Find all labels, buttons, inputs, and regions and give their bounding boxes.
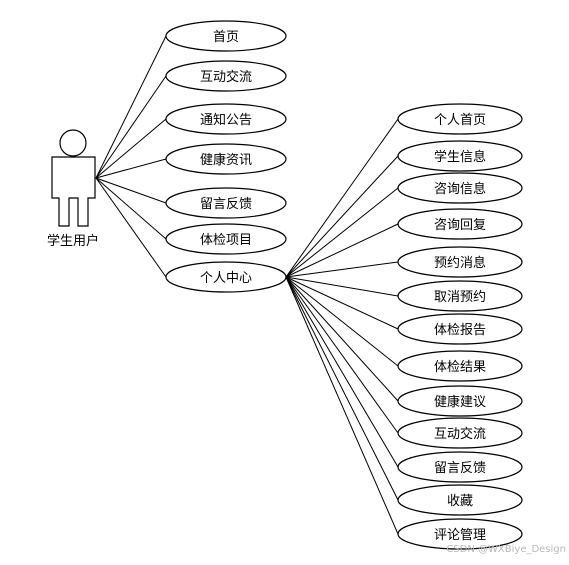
use-case-ellipse bbox=[165, 261, 287, 293]
sub-use-case-label: 咨询信息 bbox=[434, 181, 486, 197]
actor-connector-line bbox=[95, 177, 167, 278]
personal-center-connector-line bbox=[285, 276, 399, 402]
sub-use-case-12: 评论管理 bbox=[397, 518, 523, 550]
actor-connector-line bbox=[95, 177, 167, 240]
use-case-6: 个人中心 bbox=[165, 261, 287, 293]
actor-head bbox=[59, 129, 87, 157]
sub-use-case-9: 互动交流 bbox=[397, 417, 523, 449]
use-case-label: 留言反馈 bbox=[200, 197, 252, 212]
use-case-ellipse bbox=[165, 143, 287, 175]
actor-connector-line bbox=[95, 118, 167, 179]
sub-use-case-4: 预约消息 bbox=[397, 246, 523, 278]
use-case-5: 体检项目 bbox=[165, 223, 287, 255]
personal-center-connector-line bbox=[285, 118, 399, 278]
use-case-4: 留言反馈 bbox=[165, 187, 287, 219]
sub-use-case-label: 健康建议 bbox=[434, 394, 486, 410]
personal-center-connector-line bbox=[285, 276, 399, 535]
personal-center-use-cases: 个人首页学生信息咨询信息咨询回复预约消息取消预约体检报告体检结果健康建议互动交流… bbox=[397, 103, 523, 550]
sub-use-case-label: 体检结果 bbox=[434, 360, 486, 375]
sub-use-case-ellipse bbox=[397, 280, 523, 312]
use-case-label: 体检项目 bbox=[200, 233, 252, 248]
sub-use-case-11: 收藏 bbox=[397, 484, 523, 516]
personal-center-connector-line bbox=[285, 155, 399, 278]
sub-use-case-ellipse bbox=[397, 417, 523, 449]
sub-use-case-ellipse bbox=[397, 172, 523, 204]
sub-use-case-ellipse bbox=[397, 313, 523, 345]
personal-center-connector-line bbox=[285, 261, 399, 278]
use-case-ellipse bbox=[165, 187, 287, 219]
actor-connector-line bbox=[95, 177, 167, 204]
sub-use-case-2: 咨询信息 bbox=[397, 172, 523, 204]
use-case-label: 个人中心 bbox=[200, 271, 252, 286]
use-case-ellipse bbox=[165, 20, 287, 52]
watermark: CSDN @WXBiye_Design bbox=[446, 544, 566, 555]
personal-center-connector-line bbox=[285, 276, 399, 468]
sub-use-case-1: 学生信息 bbox=[397, 140, 523, 172]
sub-use-case-6: 体检报告 bbox=[397, 313, 523, 345]
sub-use-case-label: 预约消息 bbox=[434, 255, 486, 271]
sub-use-case-label: 互动交流 bbox=[434, 426, 486, 442]
actor-connector-line bbox=[95, 158, 167, 179]
personal-center-connector-line bbox=[285, 223, 399, 278]
sub-use-case-label: 个人首页 bbox=[434, 113, 486, 128]
connector-lines bbox=[95, 35, 399, 535]
use-case-label: 健康资讯 bbox=[200, 152, 252, 168]
sub-use-case-label: 学生信息 bbox=[434, 149, 486, 165]
sub-use-case-5: 取消预约 bbox=[397, 280, 523, 312]
use-case-0: 首页 bbox=[165, 20, 287, 52]
sub-use-case-label: 取消预约 bbox=[434, 290, 486, 305]
sub-use-case-label: 评论管理 bbox=[434, 528, 486, 543]
sub-use-case-0: 个人首页 bbox=[397, 103, 523, 135]
sub-use-case-ellipse bbox=[397, 246, 523, 278]
actor-label: 学生用户 bbox=[47, 233, 99, 249]
personal-center-connector-line bbox=[285, 276, 399, 367]
personal-center-connector-line bbox=[285, 187, 399, 278]
sub-use-case-ellipse bbox=[397, 103, 523, 135]
sub-use-case-ellipse bbox=[397, 385, 523, 417]
use-case-3: 健康资讯 bbox=[165, 143, 287, 175]
personal-center-connector-line bbox=[285, 276, 399, 297]
personal-center-connector-line bbox=[285, 276, 399, 434]
sub-use-case-8: 健康建议 bbox=[397, 385, 523, 417]
sub-use-case-ellipse bbox=[397, 140, 523, 172]
actor-connector-line bbox=[95, 75, 167, 179]
sub-use-case-ellipse bbox=[397, 208, 523, 240]
actor-connector-line bbox=[95, 35, 167, 179]
sub-use-case-ellipse bbox=[397, 518, 523, 550]
personal-center-connector-line bbox=[285, 276, 399, 330]
sub-use-case-label: 收藏 bbox=[447, 494, 473, 509]
use-case-ellipse bbox=[165, 223, 287, 255]
sub-use-case-label: 体检报告 bbox=[434, 323, 486, 338]
sub-use-case-10: 留言反馈 bbox=[397, 451, 523, 483]
use-case-label: 首页 bbox=[213, 30, 239, 45]
use-case-ellipse bbox=[165, 60, 287, 92]
use-case-label: 互动交流 bbox=[200, 69, 252, 85]
use-case-2: 通知公告 bbox=[165, 103, 287, 135]
use-case-ellipse bbox=[165, 103, 287, 135]
actor-body bbox=[51, 156, 96, 227]
sub-use-case-3: 咨询回复 bbox=[397, 208, 523, 240]
sub-use-case-ellipse bbox=[397, 350, 523, 382]
sub-use-case-ellipse bbox=[397, 451, 523, 483]
sub-use-case-label: 咨询回复 bbox=[434, 218, 486, 233]
actor-student-user: 学生用户 bbox=[47, 129, 99, 249]
sub-use-case-ellipse bbox=[397, 484, 523, 516]
sub-use-case-label: 留言反馈 bbox=[434, 461, 486, 476]
sub-use-case-7: 体检结果 bbox=[397, 350, 523, 382]
use-case-label: 通知公告 bbox=[200, 112, 252, 128]
personal-center-connector-line bbox=[285, 276, 399, 501]
use-case-1: 互动交流 bbox=[165, 60, 287, 92]
